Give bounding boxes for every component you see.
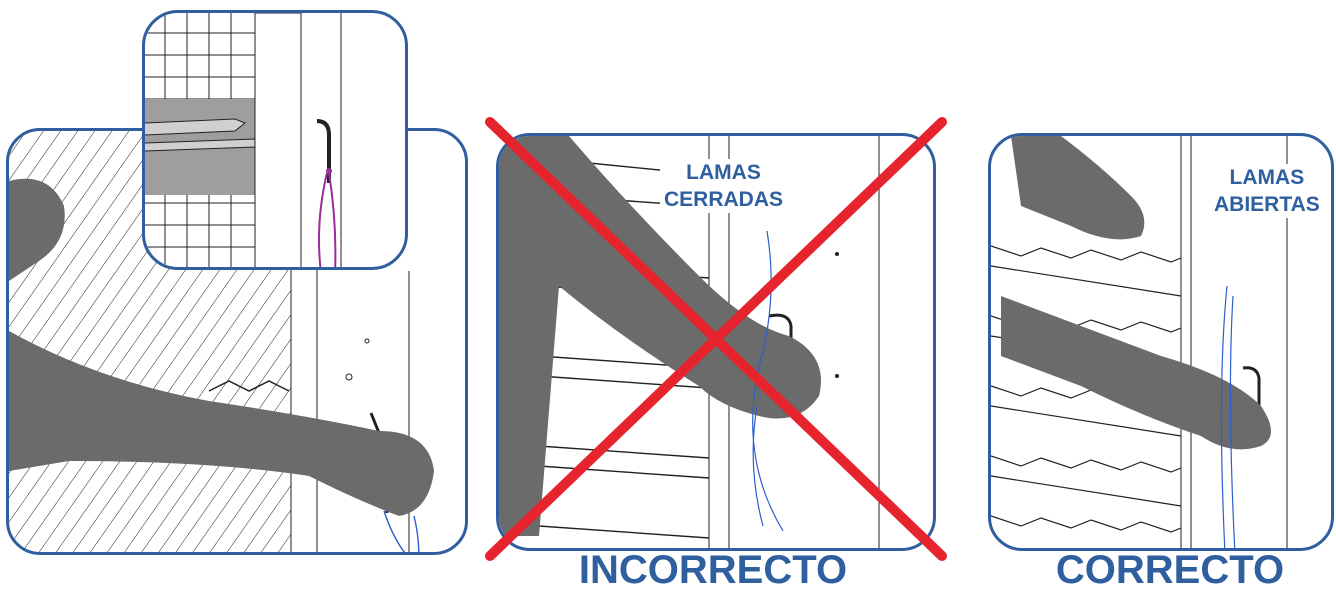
open-louvers-illustration <box>991 136 1288 548</box>
label-line-2: ABIERTAS <box>1214 193 1320 216</box>
zoom-inset-panel <box>142 10 408 270</box>
incorrect-caption: INCORRECTO <box>578 548 848 592</box>
handle-icon <box>1242 366 1261 408</box>
wire-icon <box>752 230 784 532</box>
correct-caption: CORRECTO <box>1055 548 1285 592</box>
open-louvers-label: LAMAS ABIERTAS <box>1210 164 1324 218</box>
handle-icon <box>768 313 793 356</box>
label-line-1: LAMAS <box>686 161 761 184</box>
wire-icon <box>318 172 337 267</box>
hand-silhouette-icon <box>499 136 821 536</box>
hand-silhouette-icon <box>1001 136 1271 450</box>
hand-silhouette-icon <box>9 178 434 516</box>
wire-icon <box>383 510 420 552</box>
handle-icon <box>316 119 331 183</box>
label-line-2: CERRADAS <box>664 188 784 211</box>
closed-louvers-illustration <box>499 136 880 548</box>
closed-louvers-label: LAMAS CERRADAS <box>660 159 788 213</box>
label-line-1: LAMAS <box>1229 166 1305 189</box>
red-cross-icon <box>485 117 947 561</box>
inset-illustration <box>145 13 342 267</box>
wire-icon <box>1220 285 1236 548</box>
